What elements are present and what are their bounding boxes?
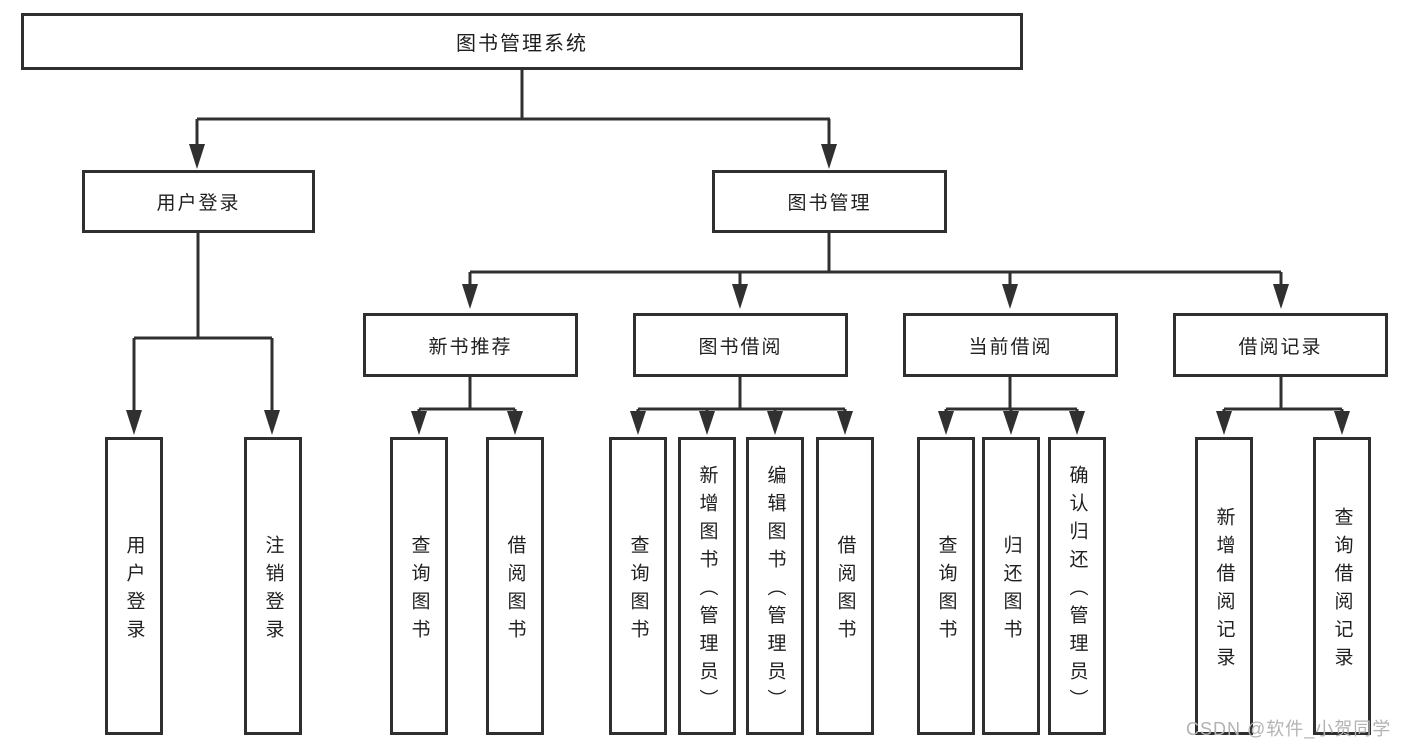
arrowheads-level2 (189, 144, 837, 169)
node-label: 借阅记录 (1238, 336, 1323, 358)
leaf-add-books-admin: 新增图书（管理员） (678, 437, 736, 735)
node-label: 查询图书 (935, 534, 957, 647)
watermark: CSDN @软件_小贺同学 (1186, 719, 1392, 739)
node-label: 归还图书 (1000, 534, 1022, 647)
node-label: 图书管理系统 (456, 33, 588, 55)
arrowheads-book-borrow-group (630, 411, 853, 435)
node-label: 当前借阅 (968, 336, 1053, 358)
leaf-query-books-recommend: 查询图书 (390, 437, 448, 735)
node-label: 用户登录 (123, 534, 145, 647)
node-label: 新书推荐 (428, 336, 513, 358)
node-label: 新增图书（管理员） (696, 464, 718, 717)
node-label: 借阅图书 (834, 534, 856, 647)
leaf-borrow-books-recommend: 借阅图书 (486, 437, 544, 735)
node-label: 查询图书 (627, 534, 649, 647)
leaf-logout: 注销登录 (244, 437, 302, 735)
arrowheads-current-borrow-group (938, 411, 1085, 435)
leaf-query-borrow-record: 查询借阅记录 (1313, 437, 1371, 735)
node-label: 新增借阅记录 (1213, 506, 1235, 675)
connector-current-borrow-group (944, 377, 1079, 414)
leaf-query-books-borrow: 查询图书 (609, 437, 667, 735)
node-label: 图书管理 (787, 193, 872, 214)
leaf-confirm-return-admin: 确认归还（管理员） (1048, 437, 1106, 735)
connector-book-management-group (468, 233, 1283, 286)
arrowheads-new-book-group (411, 411, 523, 435)
node-book-management: 图书管理 (712, 170, 947, 233)
node-label: 查询借阅记录 (1331, 506, 1353, 675)
connector-new-book-group (417, 377, 517, 414)
arrowheads-borrow-records-group (1216, 411, 1350, 435)
node-label: 借阅图书 (504, 534, 526, 647)
node-label: 注销登录 (262, 534, 284, 647)
connector-book-borrow-group (636, 377, 847, 414)
connector-user-login-group (132, 233, 274, 412)
node-label: 确认归还（管理员） (1066, 464, 1088, 717)
connector-root-to-level2 (195, 70, 831, 146)
arrowheads-level3 (462, 284, 1289, 309)
node-borrow-records: 借阅记录 (1173, 313, 1388, 377)
node-new-book-recommend: 新书推荐 (363, 313, 578, 377)
node-label: 用户登录 (156, 193, 241, 214)
node-book-borrow: 图书借阅 (633, 313, 848, 377)
node-label: 查询图书 (408, 534, 430, 647)
leaf-query-books-current: 查询图书 (917, 437, 975, 735)
arrowheads-user-login-group (126, 410, 280, 435)
leaf-return-books: 归还图书 (982, 437, 1040, 735)
leaf-add-borrow-record: 新增借阅记录 (1195, 437, 1253, 735)
node-label: 图书借阅 (698, 336, 783, 358)
node-user-login: 用户登录 (82, 170, 315, 233)
node-current-borrow: 当前借阅 (903, 313, 1118, 377)
node-label: 编辑图书（管理员） (764, 464, 786, 717)
leaf-borrow-books: 借阅图书 (816, 437, 874, 735)
node-library-management-system: 图书管理系统 (21, 13, 1023, 70)
connector-borrow-records-group (1222, 377, 1344, 414)
leaf-edit-books-admin: 编辑图书（管理员） (746, 437, 804, 735)
leaf-user-login: 用户登录 (105, 437, 163, 735)
